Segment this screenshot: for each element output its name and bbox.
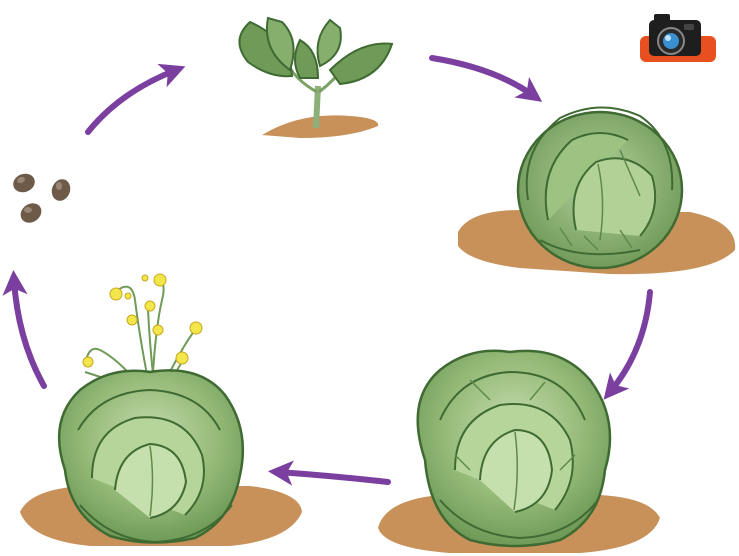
seeds-stage [11, 171, 74, 227]
young-cabbage-icon [518, 107, 682, 268]
mature-cabbage-icon [418, 351, 610, 546]
arrow-mature-to-flowering [278, 472, 388, 482]
arrow-seeds-to-seedling [88, 70, 176, 132]
seedling-soil [262, 115, 378, 138]
camera-button[interactable] [640, 14, 716, 62]
arrow-flowering-to-seeds [14, 280, 44, 386]
arrow-seedling-to-young [432, 58, 534, 96]
seedling-stage [239, 18, 392, 138]
arrow-young-to-mature [610, 292, 650, 392]
flowering-cabbage-icon [59, 274, 243, 543]
seeds-icon [11, 171, 74, 227]
camera-icon [640, 14, 716, 62]
seedling-icon [239, 18, 392, 128]
young-cabbage-stage [458, 107, 735, 274]
flowering-cabbage-stage [20, 274, 302, 546]
